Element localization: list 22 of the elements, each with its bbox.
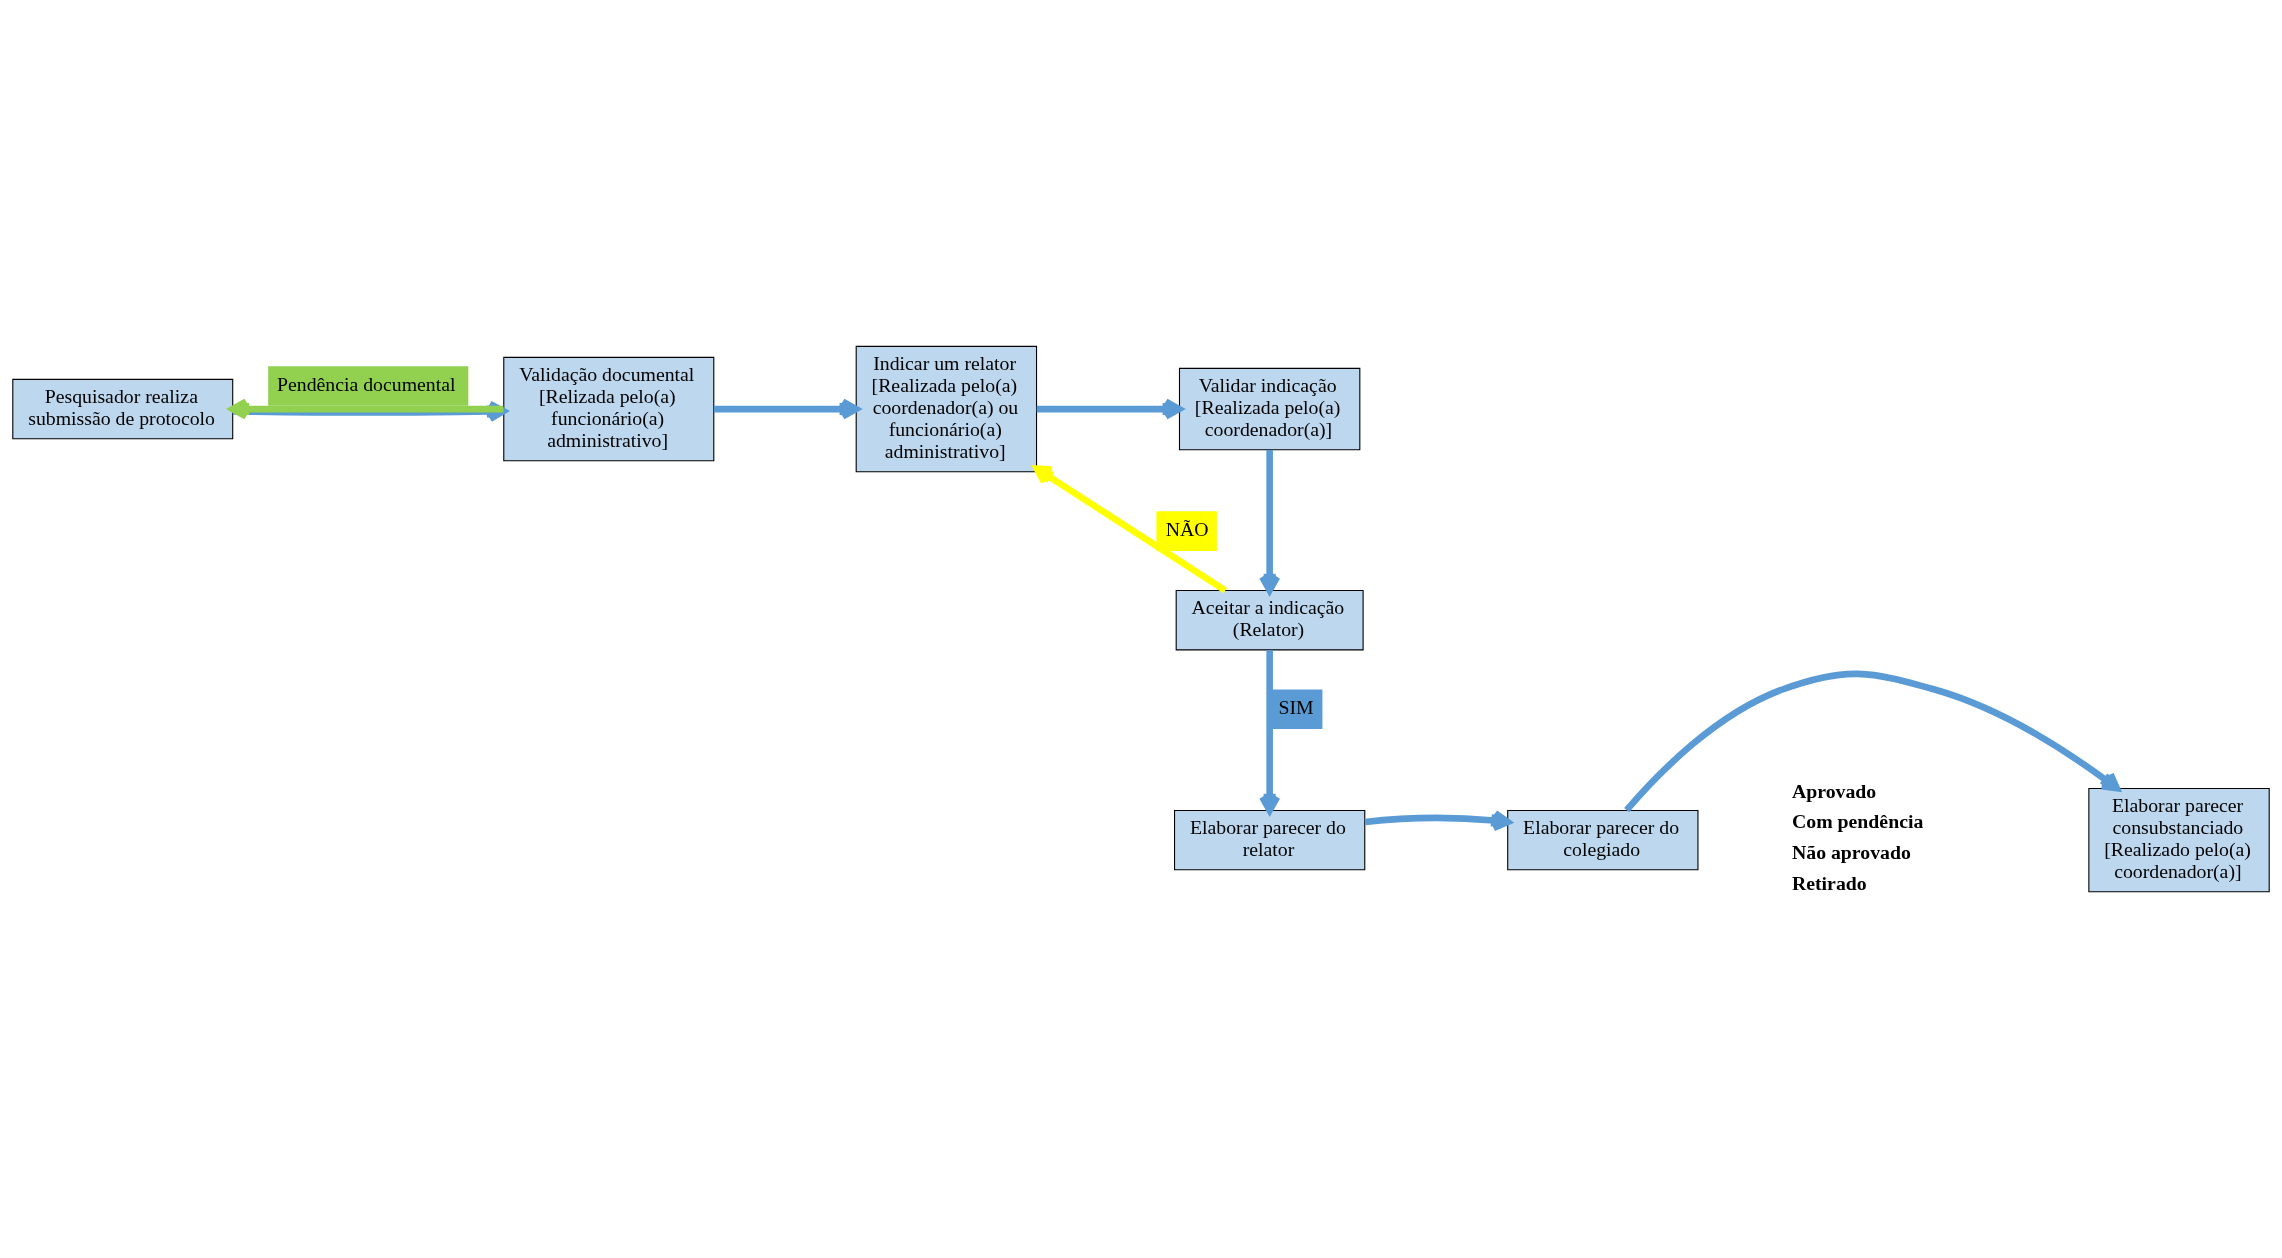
arrow <box>1364 809 1512 832</box>
node-box: Elaborar parecer do colegiado <box>1507 809 1699 871</box>
label: Com pendência <box>1791 810 1924 833</box>
edge-label: Pendência documental <box>276 372 456 395</box>
node-box: Elaborar parecer consubstanciado [Realizado pelo(a) coordenador(a)] <box>2088 787 2270 893</box>
node-box: Validar indicação [Realizada pelo(a) coordenador(a)] <box>1178 367 1361 451</box>
edge-label: SIM <box>1278 696 1314 719</box>
node-box: Aceitar a indicação (Relator) <box>1175 589 1364 651</box>
arrow <box>1036 398 1183 420</box>
arrow <box>713 398 860 420</box>
node-box: Pesquisador realiza submissão de protocolo <box>12 378 234 440</box>
label: Não aprovado <box>1791 841 1911 864</box>
node-box: Validação documental [Relizada pelo(a) funcionário(a) administrativo] <box>503 356 715 462</box>
arrow <box>1258 449 1281 594</box>
edge-label: NÃO <box>1165 517 1209 540</box>
node-box: Elaborar parecer do relator <box>1174 809 1366 871</box>
label: Aprovado <box>1791 779 1877 802</box>
arrow <box>1258 650 1281 815</box>
node-box: Indicar um relator [Realizada pelo(a) coordenador(a) ou funcionário(a) administrativo] <box>855 345 1038 473</box>
arrow <box>1033 465 1228 594</box>
arrow <box>1624 670 2121 813</box>
label: Retirado <box>1791 872 1867 895</box>
